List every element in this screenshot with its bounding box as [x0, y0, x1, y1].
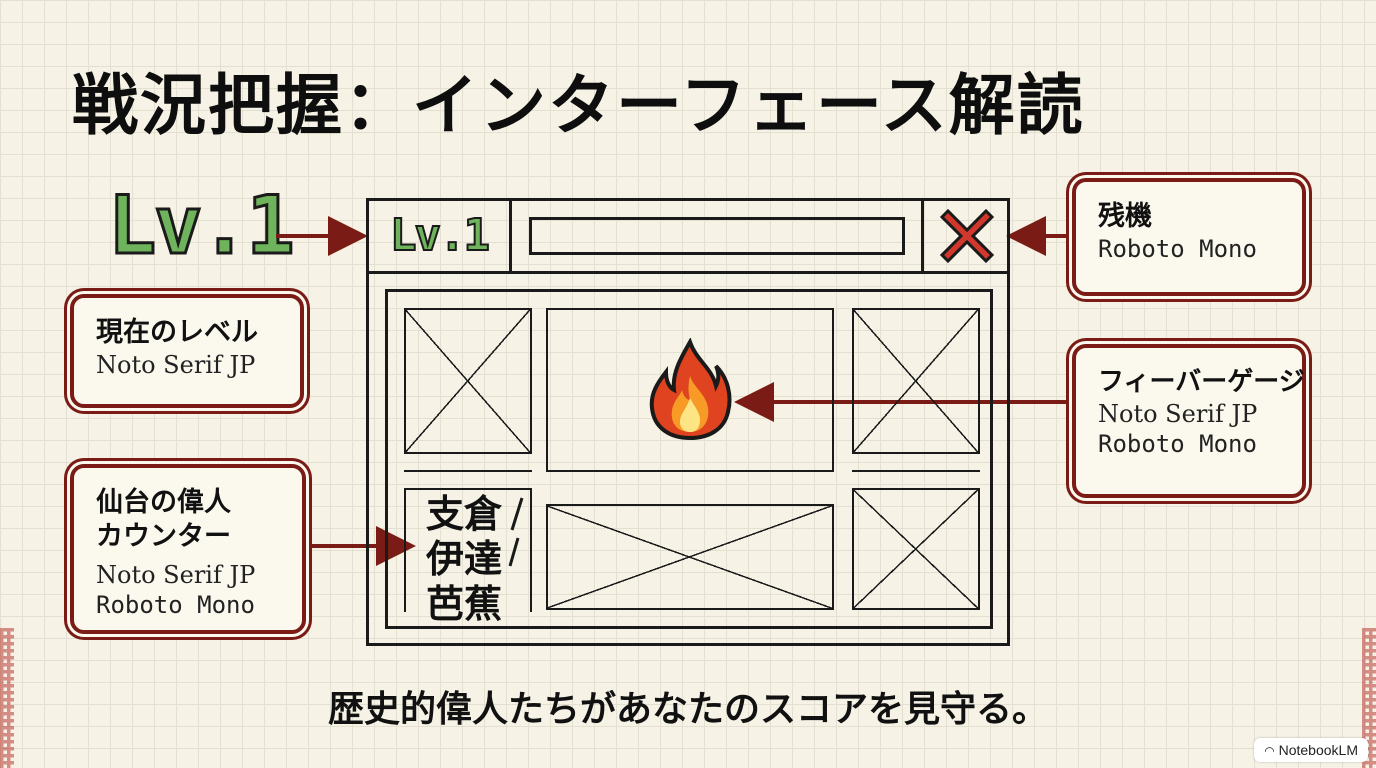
- notebooklm-icon: ◠: [1264, 744, 1275, 758]
- placeholder-top-left: [404, 308, 532, 454]
- divider: [404, 488, 532, 490]
- notebooklm-label: NotebookLM: [1278, 742, 1358, 758]
- callout-current-level-label: 現在のレベル: [96, 317, 258, 348]
- fire-icon: [649, 338, 732, 441]
- callout-counter-label-1: 仙台の偉人: [96, 487, 231, 518]
- fever-gauge-panel: [546, 308, 834, 472]
- game-ui-mockup: Lv.1 支倉 伊達 芭蕉: [366, 198, 1010, 646]
- placeholder-bottom-right: [852, 488, 980, 610]
- figure-name: 支倉: [426, 492, 503, 536]
- mockup-score-bar: [529, 217, 905, 255]
- notebooklm-badge: ◠ NotebookLM: [1254, 738, 1368, 762]
- mockup-level-label: Lv.1: [389, 210, 491, 261]
- callout-current-level: 現在のレベル Noto Serif JP: [70, 294, 304, 408]
- historical-figure-counter: 支倉 伊達 芭蕉: [404, 488, 532, 626]
- placeholder-top-right: [852, 308, 980, 454]
- callout-fever-label: フィーバーゲージ: [1098, 367, 1305, 397]
- mockup-lives-cell: [921, 201, 1010, 271]
- callout-current-level-font: Noto Serif JP: [96, 350, 256, 379]
- divider: [852, 470, 980, 472]
- caption: 歴史的偉人たちがあなたのスコアを見守る。: [327, 689, 1048, 730]
- callout-lives-label: 残機: [1098, 201, 1152, 232]
- figure-name: 伊達: [426, 536, 503, 581]
- placeholder-bottom-center: [546, 504, 834, 610]
- callout-counter-font-2: Roboto Mono: [96, 590, 255, 619]
- callout-fever-font-1: Noto Serif JP: [1098, 399, 1258, 428]
- callout-lives: 残機 Roboto Mono: [1072, 178, 1306, 296]
- page-title: 戦況把握：インターフェース解読: [72, 67, 1085, 144]
- mockup-header: Lv.1: [369, 201, 1007, 274]
- mockup-level-cell: Lv.1: [369, 201, 512, 271]
- decorative-border-right: [1362, 628, 1376, 768]
- callout-fever-gauge: フィーバーゲージ Noto Serif JP Roboto Mono: [1072, 344, 1306, 498]
- figure-name: 芭蕉: [426, 581, 503, 626]
- callout-counter-font-1: Noto Serif JP: [96, 560, 256, 589]
- callout-counter: 仙台の偉人 カウンター Noto Serif JP Roboto Mono: [70, 464, 306, 634]
- figure-names: 支倉 伊達 芭蕉: [426, 492, 502, 626]
- x-icon: [939, 208, 995, 264]
- callout-lives-font: Roboto Mono: [1098, 234, 1257, 263]
- decorative-border-left: [0, 628, 14, 768]
- callout-fever-font-2: Roboto Mono: [1098, 429, 1257, 458]
- divider: [404, 470, 532, 472]
- mockup-body: 支倉 伊達 芭蕉: [385, 289, 993, 629]
- callout-counter-label-2: カウンター: [96, 520, 231, 552]
- slash-divider: [508, 497, 524, 567]
- level-indicator: Lv.1: [107, 179, 297, 272]
